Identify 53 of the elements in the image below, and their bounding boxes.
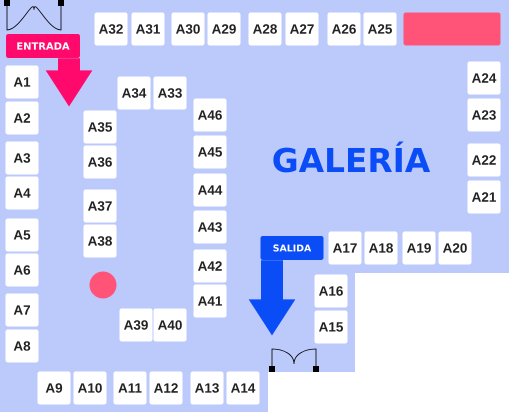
booth-box: A27 bbox=[286, 12, 318, 46]
booth-box: A14 bbox=[226, 371, 260, 404]
booth-box: A1 bbox=[6, 66, 38, 98]
booth-box: A3 bbox=[6, 142, 38, 174]
booth-box: A39 bbox=[120, 308, 152, 342]
booth-box: A44 bbox=[194, 174, 226, 206]
booth-box: A6 bbox=[6, 253, 38, 286]
booth-box: A18 bbox=[364, 231, 398, 264]
booth-box: A8 bbox=[6, 329, 38, 362]
booth-box: A31 bbox=[132, 12, 164, 46]
booth-box: A12 bbox=[150, 371, 182, 404]
booth-box: A42 bbox=[194, 249, 226, 282]
booth-box: A7 bbox=[6, 293, 38, 326]
booth-box: A24 bbox=[468, 62, 500, 94]
booth-box: A37 bbox=[84, 190, 116, 222]
booth-box: A17 bbox=[328, 231, 362, 264]
booth-box: A5 bbox=[6, 218, 38, 252]
node-label: A40 bbox=[158, 320, 182, 330]
booth-box: A11 bbox=[114, 371, 146, 404]
gallery-title: GALERÍA bbox=[269, 139, 433, 175]
booth-box: A35 bbox=[84, 110, 116, 144]
booth-box: A29 bbox=[208, 12, 240, 46]
booth-box: A25 bbox=[364, 12, 396, 46]
booth-box: A26 bbox=[328, 12, 360, 46]
booth-box: A10 bbox=[74, 371, 106, 404]
highlight-block bbox=[404, 12, 500, 46]
node-label: A39 bbox=[124, 320, 148, 330]
booth-box: A28 bbox=[248, 12, 282, 46]
booth-box: A32 bbox=[94, 12, 128, 46]
booth-box: A40 bbox=[154, 308, 186, 342]
booth-box: A2 bbox=[6, 102, 38, 134]
booth-box: A16 bbox=[314, 274, 348, 308]
booth-box: A9 bbox=[38, 371, 70, 404]
booth-box: A15 bbox=[314, 310, 348, 344]
sign-badge: ENTRADA bbox=[6, 34, 80, 58]
booth-box: A34 bbox=[118, 76, 150, 110]
booth-box: A33 bbox=[154, 76, 186, 110]
booth-box: A4 bbox=[6, 176, 38, 210]
booth-box: A21 bbox=[468, 180, 500, 214]
booth-box: A36 bbox=[84, 146, 116, 178]
booth-box: A41 bbox=[194, 284, 226, 318]
booth-box: A45 bbox=[194, 136, 226, 168]
booth-box: A38 bbox=[84, 224, 116, 258]
sign-badge: SALIDA bbox=[260, 236, 324, 260]
booth-box: A20 bbox=[438, 231, 472, 264]
booth-box: A13 bbox=[190, 371, 224, 404]
booth-box: A43 bbox=[194, 210, 226, 244]
booth-box: A23 bbox=[468, 98, 500, 132]
booth-box: A22 bbox=[468, 144, 500, 176]
booth-box: A30 bbox=[172, 12, 204, 46]
booth-box: A19 bbox=[402, 231, 436, 264]
booth-box: A46 bbox=[194, 98, 226, 132]
marker-dot bbox=[90, 272, 116, 298]
